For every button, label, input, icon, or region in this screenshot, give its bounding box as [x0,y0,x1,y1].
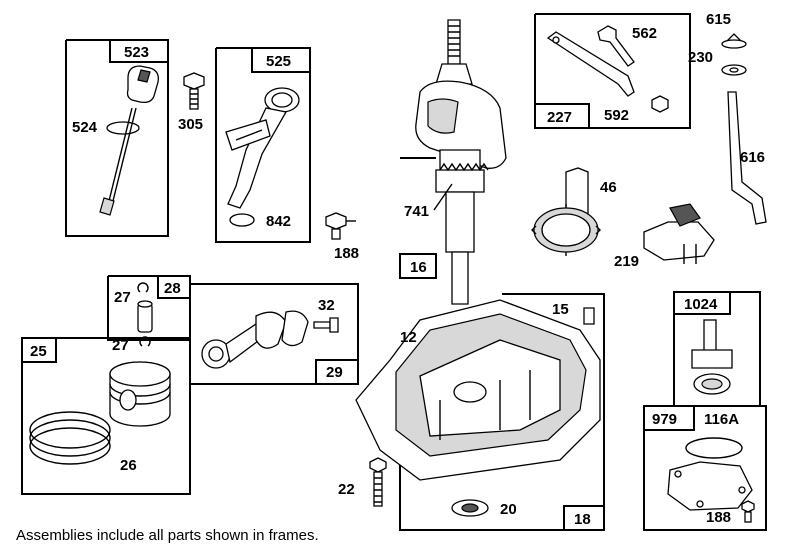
part-592-label: 592 [604,107,629,124]
frame-227-label: 227 [547,109,572,126]
piston-rings-part [29,411,111,465]
frame-16-tag [399,253,437,279]
pump-cover-part [667,437,755,523]
frame-979-label: 979 [652,411,677,428]
frame-523-tag [109,39,169,63]
governor-shaft-parts [721,33,767,225]
part-188-upper-label: 188 [334,245,359,262]
part-116a-label: 116A [704,411,739,428]
frame-25-tag [21,337,57,363]
frame-979: 979 [643,405,767,531]
frame-1024-label: 1024 [684,296,718,313]
part-305-label: 305 [178,116,203,133]
part-188-lower-label: 188 [706,509,731,526]
part-20-label: 20 [500,501,517,518]
frame-525: 525 [215,47,311,243]
oil-pump-part [691,319,733,395]
dipstick-tube-part [225,87,300,227]
part-32-label: 32 [318,297,335,314]
part-219-label: 219 [614,253,639,270]
part-615-label: 615 [706,11,731,28]
piston-part [109,336,171,427]
part-616-label: 616 [740,149,765,166]
frame-523: 523 [65,39,169,237]
frame-25-label: 25 [30,343,47,360]
bolt-188-upper [325,212,356,240]
sump-part [355,299,601,481]
oil-seal-20 [451,499,489,517]
footer-note: Assemblies include all parts shown in fr… [16,527,319,544]
frame-29-tag [315,359,359,385]
part-230-label: 230 [688,49,713,66]
governor-assembly-part [643,203,715,264]
governor-lever-part [546,25,669,113]
frame-1024-tag [673,291,731,315]
part-22-label: 22 [338,481,355,498]
frame-525-label: 525 [266,53,291,70]
part-562-label: 562 [632,25,657,42]
crankshaft-part [415,19,507,305]
frame-25: 25 [21,337,191,495]
part-46-label: 46 [600,179,617,196]
frame-16: 16 [399,157,437,279]
part-842-label: 842 [266,213,291,230]
connecting-rod-part [201,310,339,369]
frame-18-tag [563,505,605,531]
bolt-305 [183,72,205,110]
part-524-label: 524 [72,119,98,136]
piston-pin-part [137,282,153,333]
frame-18: 18 [399,293,605,531]
frame-18-label: 18 [574,511,591,528]
camshaft-part [531,167,601,256]
bolt-22 [369,457,387,507]
part-27-lower-label: 27 [112,337,129,354]
dipstick-part [99,65,159,216]
frame-525-tag [251,47,311,73]
part-27-upper-label: 27 [114,289,131,306]
part-26-label: 26 [120,457,137,474]
frame-227-tag [534,103,590,129]
frame-227: 227 [534,13,691,129]
frame-979-tag [643,405,695,431]
frame-523-label: 523 [124,44,149,61]
part-741-label: 741 [404,203,429,220]
part-12-label: 12 [400,329,417,346]
part-15-label: 15 [552,301,569,318]
frame-16-label: 16 [410,259,427,276]
frame-29-label: 29 [326,364,343,381]
frame-28-label: 28 [164,280,181,297]
